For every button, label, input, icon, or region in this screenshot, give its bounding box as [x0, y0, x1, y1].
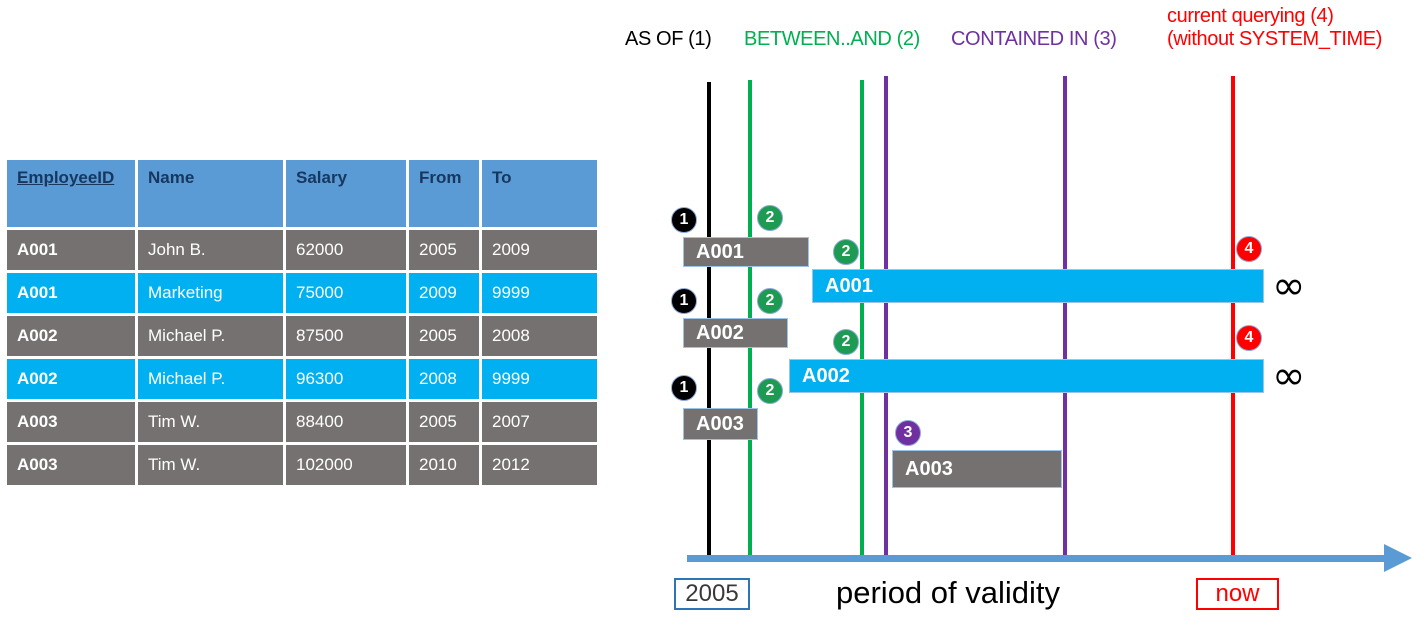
- query-line-now: [1231, 76, 1235, 559]
- cell-from: 2008: [409, 359, 479, 399]
- timeline-bar-label: A003: [905, 457, 953, 480]
- timeline-axis: [687, 555, 1387, 562]
- cell-name: Marketing: [138, 273, 283, 313]
- infinity-icon-a001: ∞: [1272, 263, 1306, 309]
- cell-name: Michael P.: [138, 316, 283, 356]
- cell-name: John B.: [138, 230, 283, 270]
- timeline-axis-arrow-icon: [1384, 544, 1412, 572]
- query-line-contained-start: [884, 76, 888, 559]
- badge-current-a002: 4: [1236, 325, 1262, 351]
- legend-between-and: BETWEEN..AND (2): [744, 28, 920, 50]
- cell-to: 9999: [482, 273, 597, 313]
- cell-salary: 75000: [286, 273, 406, 313]
- employee-table: EmployeeID Name Salary From To A001 John…: [4, 157, 600, 488]
- cell-to: 2008: [482, 316, 597, 356]
- badge-current-a001: 4: [1236, 236, 1262, 262]
- axis-now-tag: now: [1196, 578, 1279, 610]
- cell-employeeid: A002: [7, 359, 135, 399]
- timeline-bar-a001-historical: A001: [683, 237, 809, 267]
- cell-employeeid: A001: [7, 230, 135, 270]
- timeline-bar-a002-current: A002: [789, 359, 1264, 393]
- cell-salary: 96300: [286, 359, 406, 399]
- timeline-bar-a003-first: A003: [683, 408, 758, 440]
- cell-from: 2005: [409, 316, 479, 356]
- badge-between-a001-current: 2: [833, 239, 859, 265]
- timeline-bar-label: A001: [696, 240, 744, 263]
- cell-name: Tim W.: [138, 402, 283, 442]
- table-row: A003 Tim W. 102000 2010 2012: [7, 445, 597, 485]
- cell-to: 2007: [482, 402, 597, 442]
- query-line-between-end: [860, 80, 864, 559]
- cell-salary: 62000: [286, 230, 406, 270]
- cell-name: Tim W.: [138, 445, 283, 485]
- cell-salary: 88400: [286, 402, 406, 442]
- timeline-bar-label: A003: [696, 412, 744, 435]
- cell-from: 2010: [409, 445, 479, 485]
- cell-to: 9999: [482, 359, 597, 399]
- column-header-employeeid: EmployeeID: [7, 160, 135, 227]
- cell-from: 2009: [409, 273, 479, 313]
- table-row: A003 Tim W. 88400 2005 2007: [7, 402, 597, 442]
- cell-employeeid: A001: [7, 273, 135, 313]
- timeline-bar-a001-current: A001: [812, 269, 1264, 303]
- badge-between-a002-current: 2: [833, 329, 859, 355]
- cell-employeeid: A003: [7, 402, 135, 442]
- infinity-icon-a002: ∞: [1272, 353, 1306, 399]
- table-row: A002 Michael P. 87500 2005 2008: [7, 316, 597, 356]
- legend-current-line1: current querying (4): [1167, 5, 1334, 27]
- cell-salary: 87500: [286, 316, 406, 356]
- cell-employeeid: A002: [7, 316, 135, 356]
- table-row: A002 Michael P. 96300 2008 9999: [7, 359, 597, 399]
- badge-between-a001-start: 2: [757, 205, 783, 231]
- column-header-from: From: [409, 160, 479, 227]
- legend-as-of: AS OF (1): [625, 28, 712, 50]
- cell-name: Michael P.: [138, 359, 283, 399]
- badge-contained-a003: 3: [895, 420, 921, 446]
- badge-between-a002-start: 2: [757, 288, 783, 314]
- badge-as-of-a002: 1: [671, 288, 697, 314]
- cell-employeeid: A003: [7, 445, 135, 485]
- table-row: A001 Marketing 75000 2009 9999: [7, 273, 597, 313]
- cell-to: 2012: [482, 445, 597, 485]
- badge-between-a003-start: 2: [757, 378, 783, 404]
- table-row: A001 John B. 62000 2005 2009: [7, 230, 597, 270]
- legend-current-line2: (without SYSTEM_TIME): [1167, 28, 1382, 50]
- timeline-bar-label: A002: [802, 364, 850, 387]
- legend-contained-in: CONTAINED IN (3): [951, 28, 1117, 50]
- timeline-bar-label: A001: [825, 274, 873, 297]
- timeline-bar-label: A002: [696, 321, 744, 344]
- cell-from: 2005: [409, 402, 479, 442]
- axis-caption: period of validity: [836, 575, 1061, 610]
- cell-to: 2009: [482, 230, 597, 270]
- query-line-contained-end: [1063, 76, 1067, 559]
- cell-from: 2005: [409, 230, 479, 270]
- badge-as-of-a003: 1: [671, 375, 697, 401]
- timeline-bar-a002-historical: A002: [683, 318, 788, 348]
- column-header-salary: Salary: [286, 160, 406, 227]
- column-header-name: Name: [138, 160, 283, 227]
- table-header-row: EmployeeID Name Salary From To: [7, 160, 597, 227]
- axis-start-tag: 2005: [674, 578, 750, 610]
- column-header-to: To: [482, 160, 597, 227]
- legend-current-querying: current querying (4) (without SYSTEM_TIM…: [1167, 5, 1382, 51]
- cell-salary: 102000: [286, 445, 406, 485]
- timeline-bar-a003-second: A003: [892, 450, 1062, 488]
- badge-as-of-a001: 1: [671, 207, 697, 233]
